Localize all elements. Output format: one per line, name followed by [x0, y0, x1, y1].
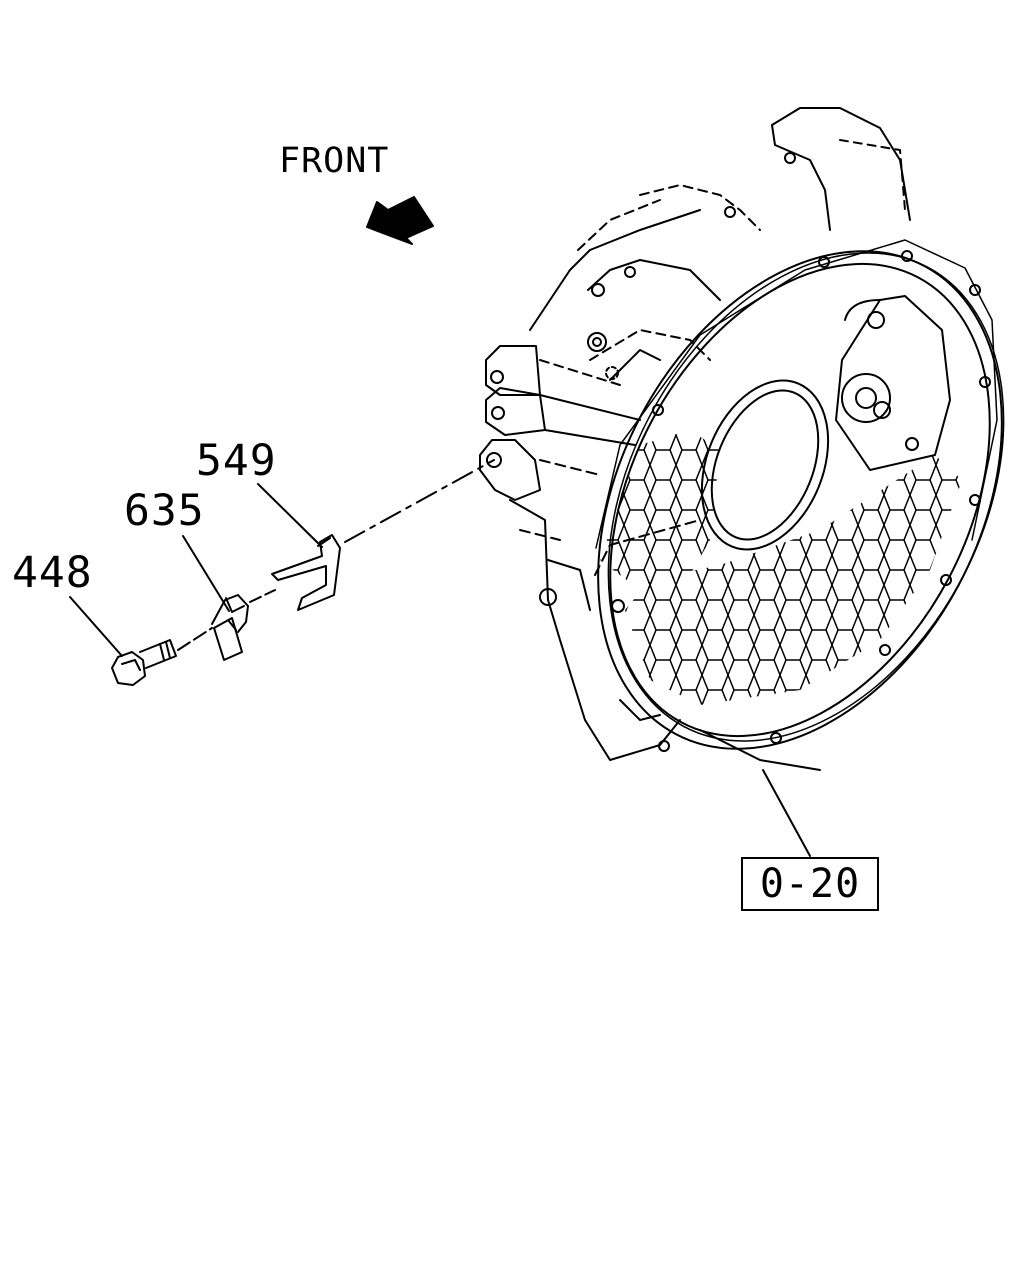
part-635-sensor — [212, 590, 275, 660]
leader-549 — [258, 484, 322, 547]
front-arrow-icon — [367, 197, 433, 244]
leader-635 — [183, 536, 229, 611]
reference-label: 0-20 — [759, 861, 861, 907]
housing-bore — [678, 362, 851, 569]
flywheel-housing — [480, 108, 1024, 818]
part-448-bolt — [112, 628, 212, 685]
leader-448 — [70, 597, 122, 656]
part-number-635: 635 — [124, 486, 205, 536]
part-number-549: 549 — [196, 436, 277, 486]
part-549-bracket — [272, 535, 340, 610]
part-number-448: 448 — [12, 548, 93, 598]
assembly-line — [345, 460, 494, 542]
leader-ref — [763, 770, 810, 856]
front-direction-label: FRONT — [279, 141, 390, 181]
sensor-mount-hole — [487, 453, 501, 467]
leader-lines — [70, 484, 810, 856]
housing-flange-inner — [533, 199, 1024, 802]
honeycomb-ribs — [600, 430, 962, 705]
reference-box[interactable]: 0-20 — [741, 857, 879, 911]
